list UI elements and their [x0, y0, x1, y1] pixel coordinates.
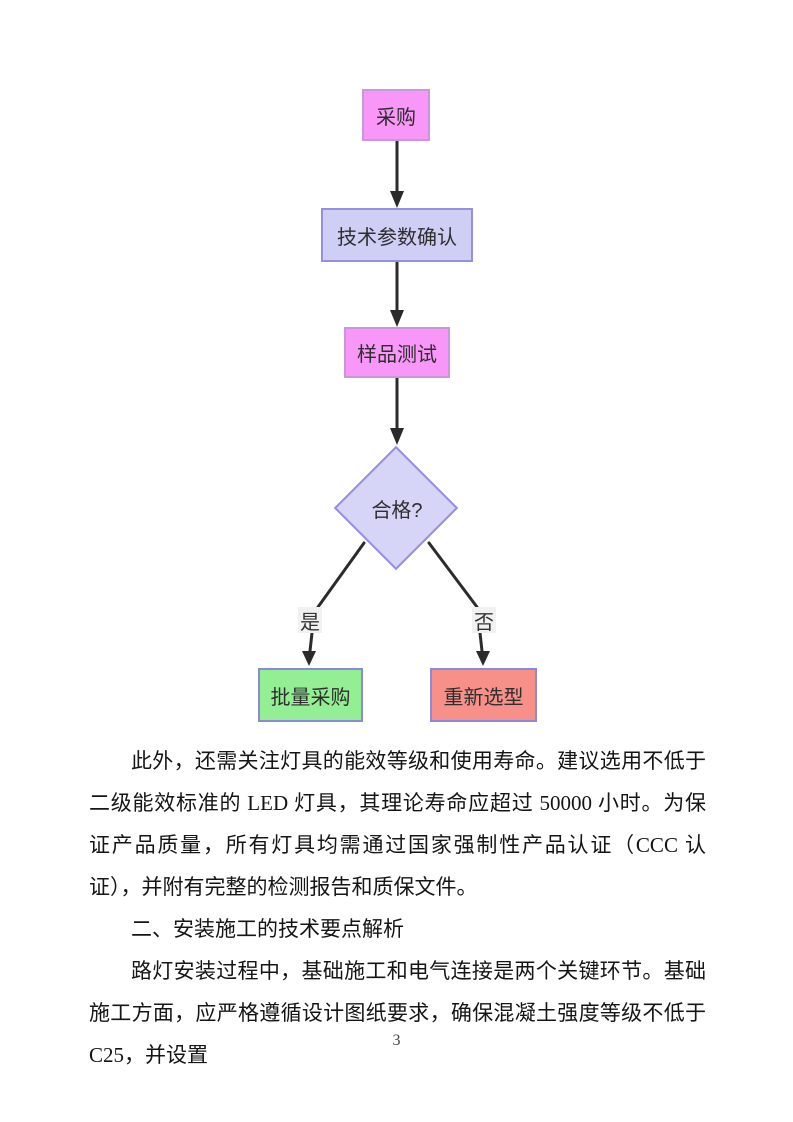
flowchart-node-bulk-purchase: 批量采购: [258, 668, 363, 722]
edge-label-no: 否: [472, 607, 496, 634]
document-body: 此外，还需关注灯具的能效等级和使用寿命。建议选用不低于二级能效标准的 LED 灯…: [89, 740, 706, 1076]
branch-line-yes: [316, 541, 366, 609]
flowchart-connectors: [302, 139, 490, 666]
branch-line-no-lower: [478, 631, 484, 653]
arrowhead-reselect: [476, 651, 490, 666]
arrowhead-bulk: [302, 651, 316, 666]
flowchart-node-decision-label: 合格?: [371, 499, 423, 522]
page-number: 3: [392, 1032, 401, 1049]
flowchart-node-procurement: 采购: [362, 89, 430, 141]
flowchart-node-tech-params: 技术参数确认: [321, 208, 473, 262]
branch-line-no: [427, 541, 479, 609]
arrowhead-sample: [390, 310, 404, 327]
flowchart-node-reselect: 重新选型: [430, 668, 537, 722]
flowchart-node-sample-test: 样品测试: [344, 327, 450, 378]
section-heading-installation: 二、安装施工的技术要点解析: [131, 917, 404, 941]
arrowhead-decision: [390, 428, 404, 445]
paragraph-quality-requirements: 此外，还需关注灯具的能效等级和使用寿命。建议选用不低于二级能效标准的 LED 灯…: [89, 749, 706, 899]
edge-label-yes: 是: [298, 607, 322, 634]
procurement-flowchart: 采购 技术参数确认 样品测试 合格? 是 否 批量采购 重新选型: [258, 89, 537, 722]
branch-line-yes-lower: [308, 631, 314, 653]
arrowhead-params: [390, 191, 404, 208]
paragraph-installation-intro: 路灯安装过程中，基础施工和电气连接是两个关键环节。基础施工方面，应严格遵循设计图…: [89, 959, 706, 1067]
